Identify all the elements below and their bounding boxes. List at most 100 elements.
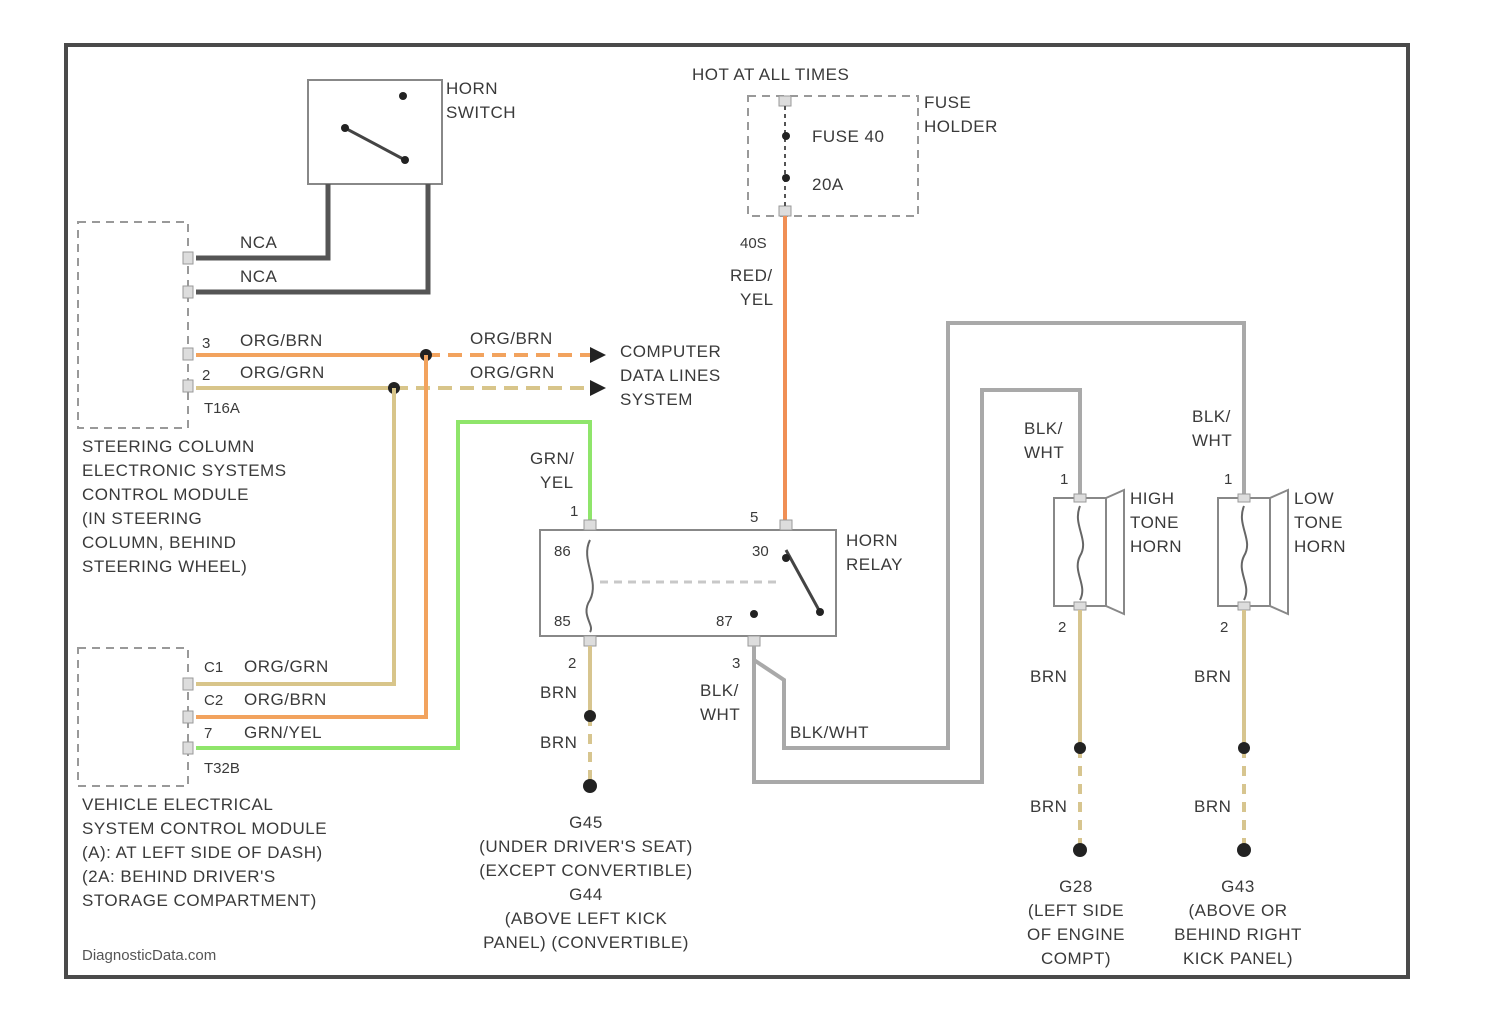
steering-module-label-4: (IN STEERING: [82, 509, 202, 528]
low-horn-wire-1: BRN: [1194, 667, 1231, 686]
pin-c2: C2: [204, 692, 223, 709]
relay-pin-86: 86: [554, 543, 571, 560]
relay-label-1: HORN: [846, 531, 898, 550]
high-horn-ground-point: [1073, 843, 1087, 857]
low-horn-in-wire-1: BLK/: [1192, 407, 1231, 426]
ground-g45-line-5: (ABOVE LEFT KICK: [505, 909, 668, 928]
data-lines-label-2: DATA LINES: [620, 366, 721, 385]
ground-g43-line-3: BEHIND RIGHT: [1174, 925, 1302, 944]
vehicle-module-label-2: SYSTEM CONTROL MODULE: [82, 819, 327, 838]
pin-7: 7: [204, 725, 212, 742]
low-tone-horn: LOW TONE HORN BLK/ WHT 1 2: [1192, 407, 1346, 636]
high-tone-horn: HIGH TONE HORN BLK/ WHT 1 2: [1024, 419, 1182, 636]
low-horn-in-wire-2: WHT: [1192, 431, 1232, 450]
fuse-wire-label-2: YEL: [740, 290, 774, 309]
relay-label-2: RELAY: [846, 555, 903, 574]
steering-module-label-1: STEERING COLUMN: [82, 437, 255, 456]
relay-pin-30: 30: [752, 543, 769, 560]
ground-g45-line-6: PANEL) (CONVERTIBLE): [483, 933, 689, 952]
high-horn-pin-1: 1: [1060, 471, 1068, 488]
relay-out-wire-1: BLK/: [700, 681, 739, 700]
steering-module-label-5: COLUMN, BEHIND: [82, 533, 236, 552]
vm-wire-label-2: ORG/BRN: [244, 690, 327, 709]
relay-in-wire-2: YEL: [540, 473, 574, 492]
wire-label-nca-1: NCA: [240, 233, 278, 252]
relay-ground-point: [583, 779, 597, 793]
ground-g28-label: G28 (LEFT SIDE OF ENGINE COMPT): [1027, 877, 1125, 968]
steering-module-label-6: STEERING WHEEL): [82, 557, 247, 576]
ground-g45-line-1: G45: [569, 813, 603, 832]
fuse-number: FUSE 40: [812, 127, 884, 146]
relay-ground-splice: [584, 710, 596, 722]
relay-out-wire-2: WHT: [700, 705, 740, 724]
relay-in-wire-1: GRN/: [530, 449, 575, 468]
arrow-data-2: [590, 380, 606, 396]
ground-g28-line-3: OF ENGINE: [1027, 925, 1125, 944]
ground-g45-label: G45 (UNDER DRIVER'S SEAT) (EXCEPT CONVER…: [479, 813, 693, 952]
high-horn-in-wire-2: WHT: [1024, 443, 1064, 462]
data-wire-label-2: ORG/GRN: [470, 363, 555, 382]
watermark: DiagnosticData.com: [82, 947, 216, 964]
relay-pin-85: 85: [554, 613, 571, 630]
fuse-holder-label-2: HOLDER: [924, 117, 998, 136]
fuse-holder: HOT AT ALL TIMES FUSE 40 20A FUSE HOLDER…: [692, 65, 998, 309]
fuse-pin-out: 40S: [740, 235, 767, 252]
relay-pin-5: 5: [750, 509, 758, 526]
fuse-wire-label-1: RED/: [730, 266, 773, 285]
high-horn-label-3: HORN: [1130, 537, 1182, 556]
data-wire-label-1: ORG/BRN: [470, 329, 553, 348]
pin-label-3: 3: [202, 335, 210, 352]
relay-out-wire-3: BLK/WHT: [790, 723, 869, 742]
pin-label-2: 2: [202, 367, 210, 384]
high-horn-splice: [1074, 742, 1086, 754]
ground-g45-line-3: (EXCEPT CONVERTIBLE): [479, 861, 692, 880]
wire-label-nca-2: NCA: [240, 267, 278, 286]
ground-g28-line-2: (LEFT SIDE: [1028, 901, 1124, 920]
steering-module-label-3: CONTROL MODULE: [82, 485, 249, 504]
low-horn-label-2: TONE: [1294, 513, 1343, 532]
relay-pin-2: 2: [568, 655, 576, 672]
wire-label-org-brn: ORG/BRN: [240, 331, 323, 350]
high-horn-wire-1: BRN: [1030, 667, 1067, 686]
connector-t16a: T16A: [204, 400, 240, 417]
high-horn-in-wire-1: BLK/: [1024, 419, 1063, 438]
relay-pin-87: 87: [716, 613, 733, 630]
low-horn-splice: [1238, 742, 1250, 754]
vehicle-module-label-1: VEHICLE ELECTRICAL: [82, 795, 273, 814]
ground-g28-line-1: G28: [1059, 877, 1093, 896]
fuse-rating: 20A: [812, 175, 844, 194]
steering-module-label-2: ELECTRONIC SYSTEMS: [82, 461, 287, 480]
relay-pin-1: 1: [570, 503, 578, 520]
low-horn-pin-2: 2: [1220, 619, 1228, 636]
high-horn-label-1: HIGH: [1130, 489, 1175, 508]
ground-g45-line-2: (UNDER DRIVER'S SEAT): [479, 837, 693, 856]
ground-g45-line-4: G44: [569, 885, 603, 904]
low-horn-ground-point: [1237, 843, 1251, 857]
wire-label-org-grn: ORG/GRN: [240, 363, 325, 382]
vm-wire-label-1: ORG/GRN: [244, 657, 329, 676]
relay-ground-wire-1: BRN: [540, 683, 577, 702]
vehicle-module-label-3: (A): AT LEFT SIDE OF DASH): [82, 843, 323, 862]
horn-switch-label-2: SWITCH: [446, 103, 516, 122]
vm-wire-label-3: GRN/YEL: [244, 723, 322, 742]
horn-relay: 86 85 30 87 1 5 2 3 HORN RELAY GRN/ YEL …: [530, 449, 903, 742]
vehicle-electrical-module: C1 ORG/GRN C2 ORG/BRN 7 GRN/YEL T32B VEH…: [78, 648, 329, 910]
ground-g43-line-2: (ABOVE OR: [1189, 901, 1288, 920]
data-lines-label-1: COMPUTER: [620, 342, 721, 361]
horn-switch: HORN SWITCH: [308, 79, 516, 184]
low-horn-pin-1: 1: [1224, 471, 1232, 488]
connector-t32b: T32B: [204, 760, 240, 777]
wire-nca-2: [196, 184, 428, 292]
low-horn-label-3: HORN: [1294, 537, 1346, 556]
wire-blk-wht-low: [754, 323, 1244, 748]
pin-c1: C1: [204, 659, 223, 676]
data-lines-label-3: SYSTEM: [620, 390, 693, 409]
vehicle-module-label-4: (2A: BEHIND DRIVER'S: [82, 867, 276, 886]
arrow-data-1: [590, 347, 606, 363]
relay-pin-3: 3: [732, 655, 740, 672]
horn-switch-label-1: HORN: [446, 79, 498, 98]
low-horn-label-1: LOW: [1294, 489, 1334, 508]
ground-g43-line-4: KICK PANEL): [1183, 949, 1293, 968]
ground-g43-label: G43 (ABOVE OR BEHIND RIGHT KICK PANEL): [1174, 877, 1302, 968]
